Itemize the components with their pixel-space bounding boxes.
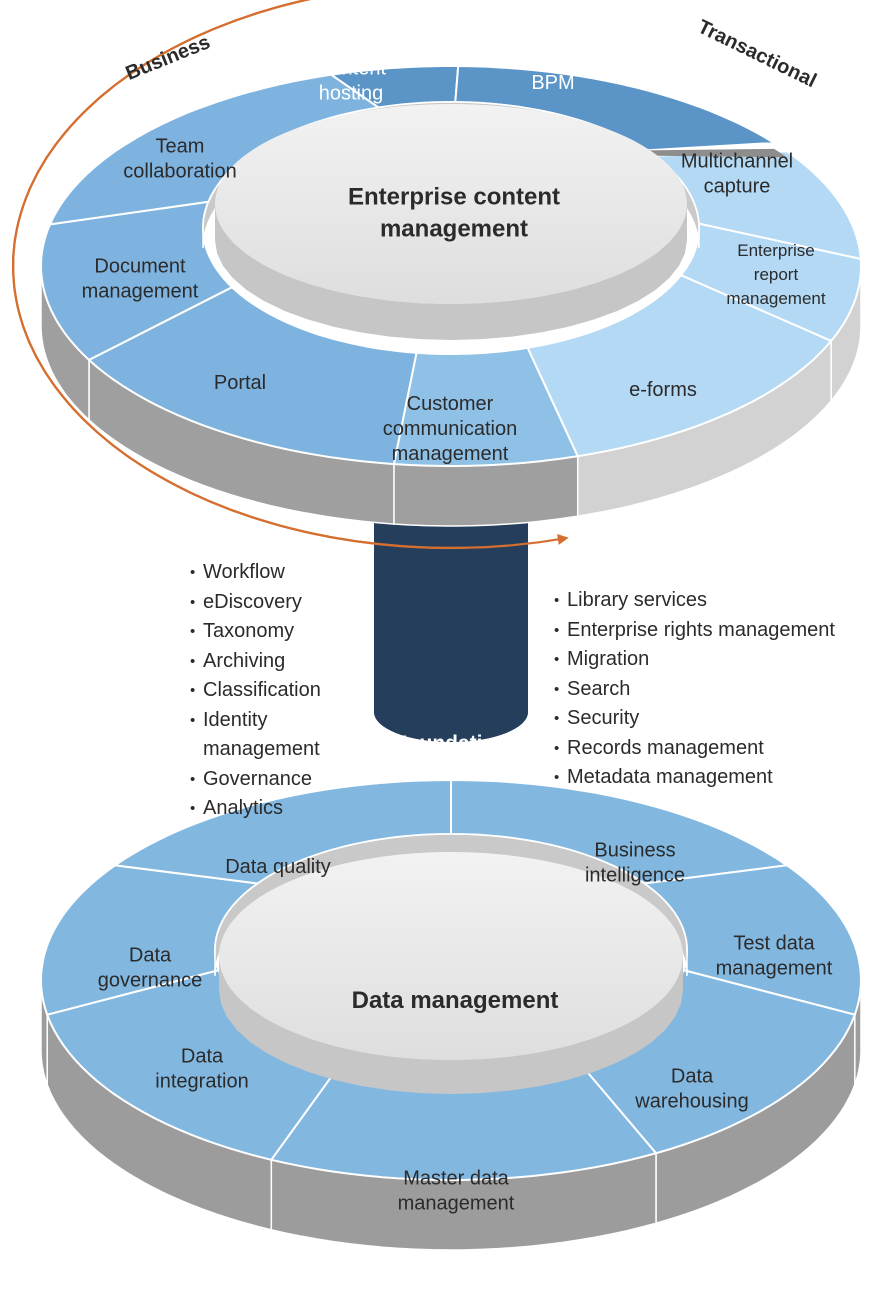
foundation-right-item-text: Security	[567, 707, 640, 729]
foundation-label: Foundation	[394, 732, 508, 755]
ecm-hub-top	[215, 104, 687, 304]
foundation-left-list: Workflow eDiscoveryTaxonomyArchivingClass…	[188, 558, 321, 824]
foundation-right-item-text: Search	[567, 677, 631, 700]
ecm-ring-segments	[39, 64, 863, 467]
ecm-label-bpm: BPM	[531, 72, 574, 94]
transactional-label: Transactional	[694, 16, 820, 92]
foundation-right-list: Library servicesEnterprise rights manage…	[552, 586, 835, 793]
foundation-left-item: Governance	[188, 765, 321, 795]
foundation-right-item: Metadata management	[552, 763, 835, 793]
dm-label-data-quality: Data quality	[225, 856, 331, 878]
foundation-right-item: Search	[552, 675, 835, 705]
foundation-right-item: Records management	[552, 734, 835, 764]
foundation-left-item: Analytics	[188, 794, 321, 824]
foundation-left-item-text: Classification	[203, 679, 321, 701]
dm-hub-top	[219, 852, 683, 1060]
dm-title: Data management	[352, 987, 559, 1014]
data-management-ring-sides	[40, 980, 862, 1251]
foundation-left-item-text: Taxonomy	[203, 620, 295, 642]
foundation-pillar-shape	[374, 470, 528, 742]
ecm-hub-side	[215, 204, 687, 340]
foundation-left-item: Identity management	[188, 706, 321, 765]
foundation-left-item: Archiving	[188, 647, 321, 677]
foundation-right-item-text: Enterprise rights management	[567, 618, 835, 641]
foundation-right-item: Security	[552, 704, 835, 734]
foundation-left-item: eDiscovery	[188, 588, 321, 618]
foundation-left-item-text: Identity	[203, 708, 268, 731]
foundation-left-item-text: management	[203, 738, 320, 760]
foundation-right-item-text: Records management	[567, 736, 764, 759]
foundation-left-item-text: Workflow	[203, 561, 285, 583]
foundation-right-item-text: Metadata management	[567, 766, 773, 788]
foundation-left-item: Classification	[188, 676, 321, 706]
foundation-left-item-text: Archiving	[203, 649, 286, 672]
foundation-right-item: Library services	[552, 586, 835, 616]
foundation-left-item-text: eDiscovery	[203, 590, 302, 613]
foundation-left-item-text: Analytics	[203, 797, 284, 819]
ecm-side-customer-communication-management	[393, 455, 579, 527]
ecm-label-portal: Portal	[214, 372, 266, 394]
foundation-right-item-text: Migration	[567, 648, 650, 670]
transactional-arrow	[12, 0, 569, 550]
dm-hub-side	[219, 956, 683, 1094]
foundation-left-item-text: Governance	[203, 767, 312, 790]
ecm-divider-step	[646, 148, 787, 158]
foundation-right-item-text: Library services	[567, 589, 708, 611]
foundation-right-item: Migration	[552, 645, 835, 675]
foundation-left-item: Workflow	[188, 558, 321, 588]
foundation-right-item: Enterprise rights management	[552, 616, 835, 646]
business-label: Business	[123, 31, 214, 85]
foundation-pillar: Foundation	[374, 470, 528, 755]
ecm-ring-sides	[40, 265, 862, 527]
ecm-label-e-forms: e-forms	[629, 379, 697, 401]
foundation-left-item: Taxonomy	[188, 617, 321, 647]
